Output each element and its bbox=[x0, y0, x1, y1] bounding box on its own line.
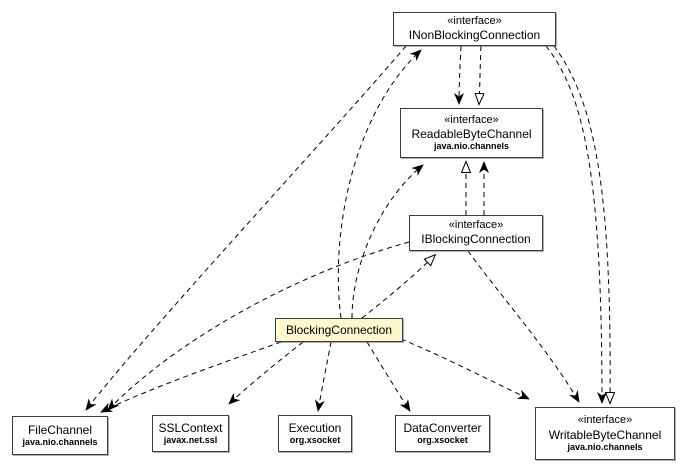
class-name: INonBlockingConnection bbox=[408, 28, 541, 43]
class-name: ReadableByteChannel bbox=[411, 127, 532, 141]
edge-inonblockingconnection-to-readablebytechannel-dependency bbox=[454, 45, 465, 105]
package-label: javax.net.ssl bbox=[163, 435, 218, 446]
class-name: WritableByteChannel bbox=[548, 427, 662, 442]
edge-blockingconnection-to-iblockingconnection-realization bbox=[361, 255, 435, 319]
edge-blockingconnection-to-execution-dependency bbox=[314, 341, 332, 412]
edge-inonblockingconnection-to-writablebytechannel-realization bbox=[553, 45, 610, 403]
package-label: org.xsocket bbox=[417, 435, 468, 446]
package-label: org.xsocket bbox=[289, 435, 341, 446]
package-label: java.nio.channels bbox=[567, 441, 643, 452]
stereotype-label: «interface» bbox=[444, 113, 499, 126]
class-name: DataConverter bbox=[403, 420, 482, 435]
class-box-iblockingconnection[interactable]: «interface» IBlockingConnection bbox=[409, 215, 543, 251]
edge-blockingconnection-to-writablebytechannel-dependency bbox=[400, 338, 530, 400]
class-box-readablebytechannel[interactable]: «interface» ReadableByteChannel java.nio… bbox=[400, 108, 543, 158]
edge-iblockingconnection-to-writablebytechannel-dependency bbox=[467, 250, 580, 403]
stereotype-label: «interface» bbox=[448, 219, 504, 232]
edge-iblockingconnection-to-filechannel-dependency bbox=[107, 241, 410, 411]
edge-inonblockingconnection-to-filechannel-dependency bbox=[85, 45, 407, 411]
stereotype-label: «interface» bbox=[577, 414, 633, 427]
class-box-blockingconnection[interactable]: BlockingConnection bbox=[275, 318, 403, 342]
edge-blockingconnection-to-filechannel-dependency bbox=[100, 341, 282, 413]
class-box-inonblockingconnection[interactable]: «interface» INonBlockingConnection bbox=[393, 12, 556, 46]
class-box-execution[interactable]: Execution org.xsocket bbox=[278, 415, 352, 452]
edge-blockingconnection-to-readablebytechannel-dependency bbox=[351, 164, 424, 319]
package-label: java.nio.channels bbox=[22, 437, 98, 448]
edge-inonblockingconnection-to-readablebytechannel-realization bbox=[479, 45, 481, 104]
edge-blockingconnection-to-sslcontext-dependency bbox=[228, 341, 304, 405]
edge-blockingconnection-to-dataconverter-dependency bbox=[366, 341, 411, 412]
stereotype-label: «interface» bbox=[447, 15, 502, 28]
edge-blockingconnection-to-inonblockingconnection-dependency bbox=[337, 49, 422, 319]
class-box-filechannel[interactable]: FileChannel java.nio.channels bbox=[12, 416, 108, 455]
class-name: SSLContext bbox=[158, 420, 223, 435]
class-box-dataconverter[interactable]: DataConverter org.xsocket bbox=[395, 415, 490, 452]
class-box-writablebytechannel[interactable]: «interface» WritableByteChannel java.nio… bbox=[535, 407, 675, 460]
class-box-sslcontext[interactable]: SSLContext javax.net.ssl bbox=[152, 415, 229, 452]
package-label: java.nio.channels bbox=[433, 141, 510, 152]
edge-inonblockingconnection-to-writablebytechannel-dependency bbox=[545, 45, 607, 404]
class-name: IBlockingConnection bbox=[421, 232, 531, 247]
class-name: Execution bbox=[288, 420, 342, 435]
class-name: BlockingConnection bbox=[285, 322, 393, 337]
class-name: FileChannel bbox=[27, 422, 93, 437]
